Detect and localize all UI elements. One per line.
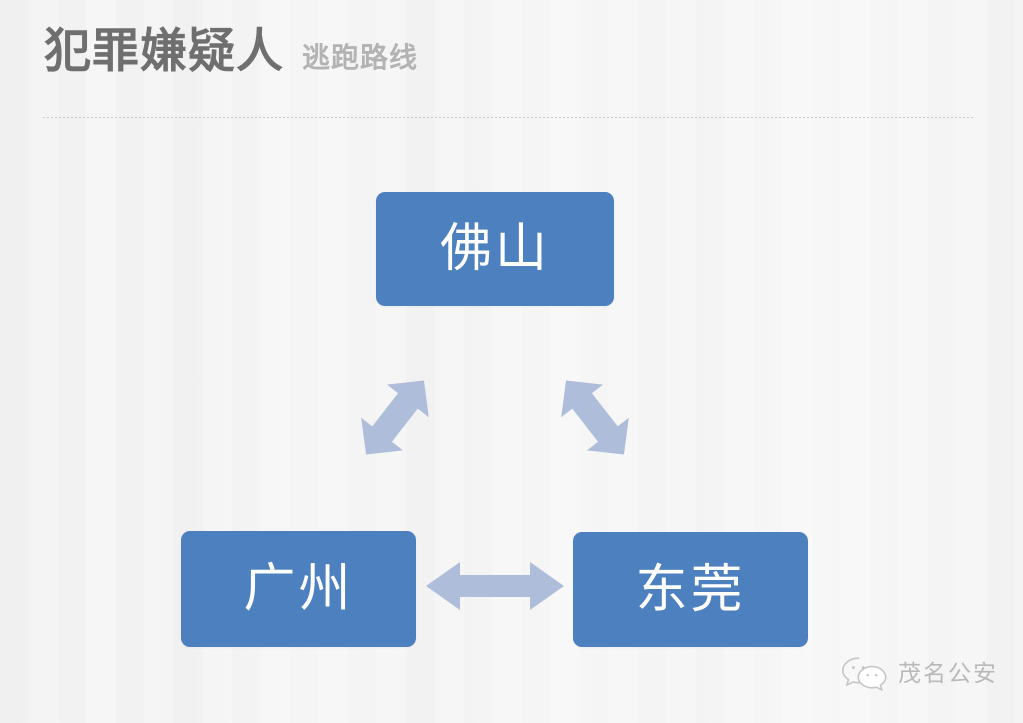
wechat-icon [842, 657, 887, 691]
node-guangzhou-label: 广州 [243, 559, 354, 619]
node-guangzhou[interactable]: 广州 [181, 531, 416, 647]
page-subtitle: 逃跑路线 [302, 41, 419, 74]
node-foshan-label: 佛山 [439, 219, 550, 279]
arrow-foshan-dongguan-icon [561, 380, 629, 455]
wechat-account-name: 茂名公安 [898, 660, 998, 687]
wechat-watermark: 茂名公安 [841, 655, 998, 693]
page-title: 犯罪嫌疑人 [44, 24, 284, 79]
node-foshan[interactable]: 佛山 [376, 192, 614, 306]
arrow-guangzhou-dongguan-icon [426, 562, 564, 610]
arrow-guangzhou-foshan-icon [361, 380, 429, 455]
node-dongguan-label: 东莞 [635, 559, 746, 620]
node-dongguan[interactable]: 东莞 [573, 532, 808, 647]
header-divider [43, 117, 975, 118]
page-header: 犯罪嫌疑人 逃跑路线 [44, 28, 418, 75]
